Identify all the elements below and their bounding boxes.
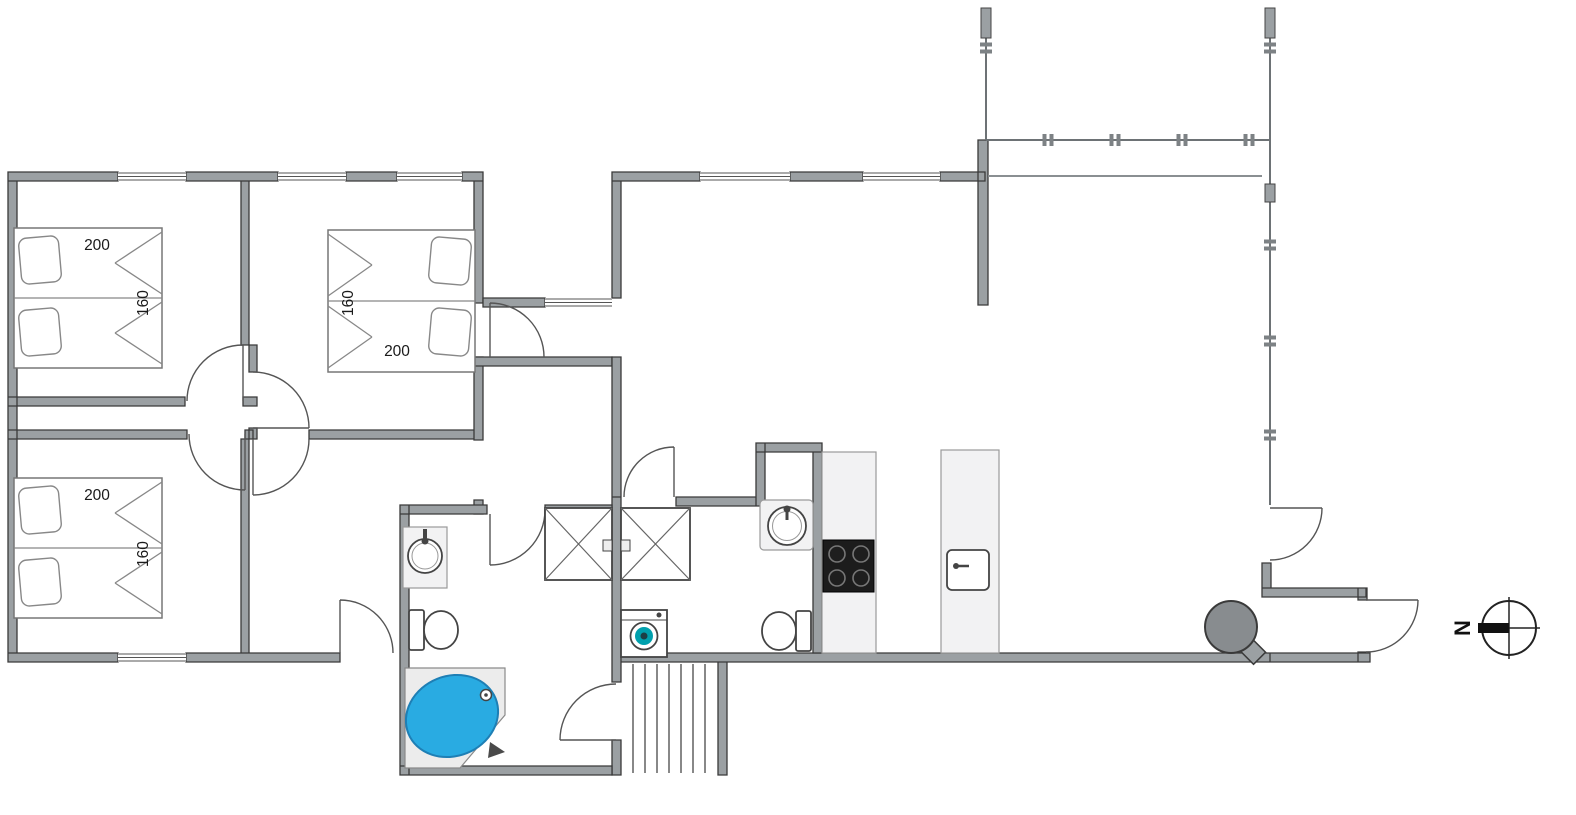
door-icon [623,446,675,498]
window [700,172,790,181]
door-icon [559,683,617,741]
shower-cabin-icon [544,507,613,581]
window [863,172,940,181]
pillow [428,307,472,357]
railing-tie [980,42,1276,441]
wall-segment [473,297,613,367]
railing-post [980,7,992,39]
bed-length-label: 200 [384,343,410,360]
doors [186,302,1419,741]
duvet-fold [327,233,373,369]
island-sink-icon [946,549,990,591]
duvet-fold [114,231,163,365]
window [278,172,346,181]
door-icon [1269,507,1323,561]
spa-bathtub-icon [404,667,506,769]
north-compass-icon: N [1450,597,1540,659]
window [397,172,462,181]
compass-north-label: N [1450,620,1475,636]
railing-post [1264,7,1276,39]
stair-treads [632,664,706,773]
kitchen [821,449,1000,654]
bed-bedroom-1: 200 160 [13,227,163,369]
door-icon [489,509,546,566]
cooktop-icon [822,539,875,593]
door-icon [186,344,244,402]
window [118,653,186,662]
bed-width-label: 160 [340,290,357,316]
door-icon [339,599,394,654]
door-icon [1365,599,1419,653]
utility-room [620,499,814,658]
bed-bedroom-2: 160 200 [327,229,476,373]
railing-line [985,8,1271,505]
shower-cabin-icon [620,507,691,581]
pillow [428,236,472,286]
wall-segment [399,504,613,776]
window [118,172,186,181]
window [545,298,612,307]
fireplace-icon [1204,600,1267,666]
bed-bedroom-3: 200 160 [13,477,163,619]
duvet-fold [114,481,163,615]
toilet-icon [408,609,459,651]
bed-width-label: 160 [135,290,152,316]
bed-length-label: 200 [84,487,110,504]
door-icon [188,433,246,491]
terrace-railing [980,7,1276,505]
bed-length-label: 200 [84,237,110,254]
sink-icon [402,526,448,589]
bathroom [402,507,613,769]
toilet-icon [761,610,812,652]
walls [7,139,1371,776]
door-icon [252,371,310,429]
sink-icon [759,499,814,551]
door-icon [252,438,310,496]
bed-width-label: 160 [135,541,152,567]
door-icon [489,302,545,358]
stairs [632,664,706,773]
windows [118,172,940,662]
railing-post [1264,183,1276,203]
pillow [18,485,62,535]
pillow [18,557,62,607]
pillow [18,307,62,357]
pillow [18,235,62,285]
washing-machine-icon [620,609,668,658]
